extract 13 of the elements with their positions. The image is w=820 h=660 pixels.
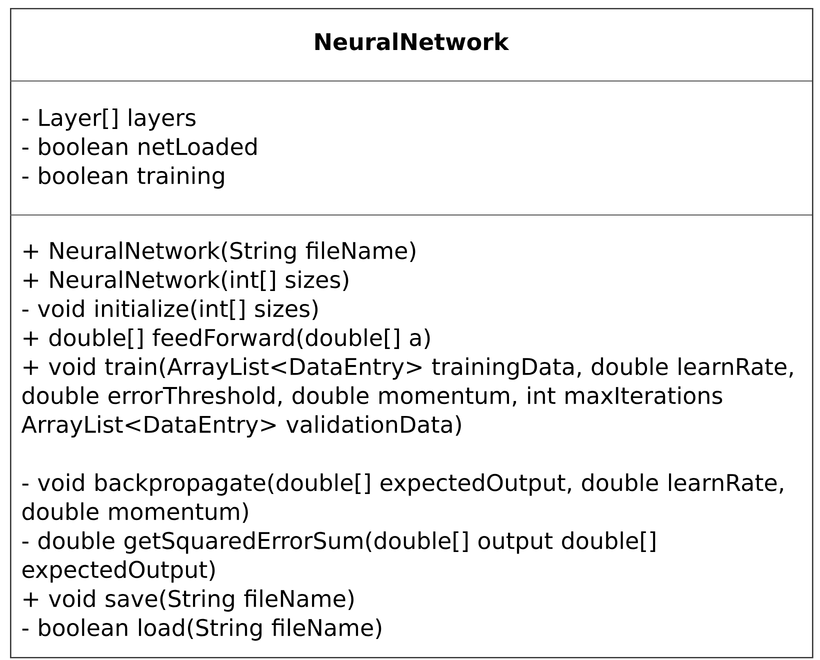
method: - boolean load(String fileName) (22, 618, 382, 641)
method: - void backpropagate(double[] expectedOutput, double learnRate, double momentum) (22, 473, 783, 523)
method: + double[] feedForward(double[] a) (24, 328, 430, 349)
method: - double getSquaredErrorSum(double[] output double[] expectedOutput) (22, 531, 656, 583)
attribute: - boolean netLoaded (22, 137, 256, 156)
method: + void save(String fileName) (24, 589, 354, 612)
method: - void initialize(int[] sizes) (22, 299, 318, 320)
class-name: NeuralNetwork (315, 32, 510, 50)
attribute: - boolean training (22, 166, 224, 189)
method: + void train(ArrayList<DataEntry> trainingData, double learnRate, double errorThreshold, double momentum, int maxIterations ArrayList<DataEntry> validationData) (21, 357, 793, 438)
method: + NeuralNetwork(int[] sizes) (24, 270, 348, 291)
method: + NeuralNetwork(String fileName) (24, 241, 416, 264)
attribute: - Layer[] layers (22, 108, 196, 131)
